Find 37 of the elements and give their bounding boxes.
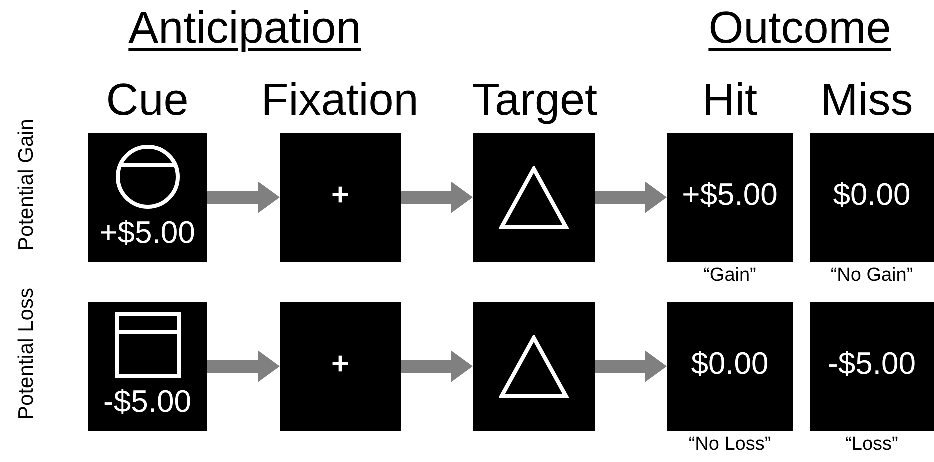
phase-heading: Anticipation <box>128 2 362 54</box>
column-heading: Target <box>471 74 599 126</box>
amount-text: $0.00 <box>832 177 912 213</box>
amount-text: -$5.00 <box>827 346 917 382</box>
stimulus-screen <box>810 133 934 262</box>
arrow <box>207 182 280 214</box>
stimulus-screen <box>473 133 595 262</box>
arrow <box>595 350 667 382</box>
arrow <box>401 182 473 214</box>
column-heading: Hit <box>702 74 758 126</box>
outcome-caption: “Loss” <box>844 434 900 456</box>
row-label: Potential Loss <box>15 287 39 422</box>
column-heading: Fixation <box>260 74 420 126</box>
amount-text: +$5.00 <box>681 177 779 213</box>
stimulus-screen <box>280 302 401 431</box>
fixation-cross: + <box>330 177 351 213</box>
column-heading: Cue <box>105 74 190 126</box>
amount-text: -$5.00 <box>102 384 192 420</box>
column-heading: Miss <box>820 74 914 126</box>
phase-heading: Outcome <box>708 2 892 54</box>
stimulus-screen <box>280 133 401 262</box>
stimulus-screen <box>88 302 207 431</box>
stimulus-screen <box>810 302 934 431</box>
stimulus-screen <box>667 133 793 262</box>
fixation-cross: + <box>330 346 351 382</box>
outcome-caption: “No Loss” <box>688 434 772 456</box>
outcome-caption: “Gain” <box>702 265 758 287</box>
amount-text: +$5.00 <box>98 215 196 251</box>
arrow <box>401 350 473 382</box>
arrow <box>207 350 280 382</box>
row-label: Potential Gain <box>15 118 39 253</box>
outcome-caption: “No Gain” <box>830 265 914 287</box>
arrow <box>595 182 667 214</box>
stimulus-screen <box>667 302 793 431</box>
amount-text: $0.00 <box>690 346 770 382</box>
stimulus-screen <box>473 302 595 431</box>
stimulus-screen <box>88 133 207 262</box>
